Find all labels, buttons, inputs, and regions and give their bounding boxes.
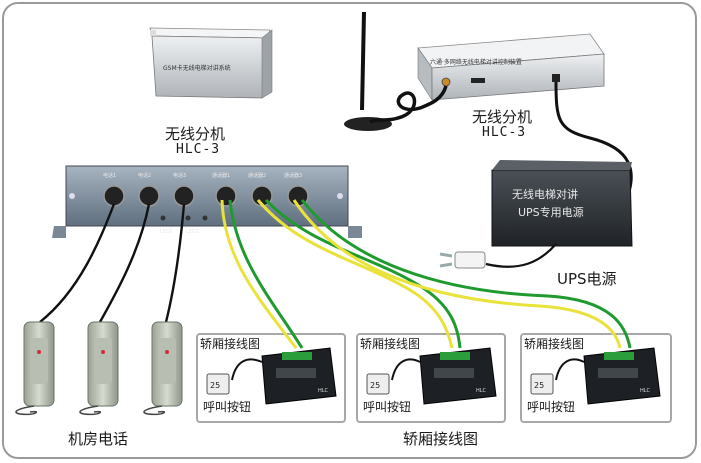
unit-left-model: HLC-3 [176,142,221,157]
ups-device-line2: UPS专用电源 [518,205,584,219]
svg-text:25: 25 [370,381,380,390]
power-plug [439,251,486,269]
ups-device-line1: 无线电梯对讲 [512,187,578,201]
hub-led-2 [185,215,191,221]
cabin-2-button-label: 呼叫按钮 [363,400,412,414]
wireless-unit-right: 六通·多网络无线电梯对讲控制装置 [344,11,605,131]
machine-room-phone-3 [143,321,183,416]
cabin-2-box-text: HLC [476,388,487,394]
cabin-3-box-text: HLC [640,388,651,394]
wireless-unit-left: GSM卡无线电梯对讲系统 [149,27,273,99]
unit-right-model: HLC-3 [482,125,527,140]
hub-led-3 [202,215,208,221]
svg-text:LED1: LED1 [160,229,173,235]
cabin-3-button-label: 呼叫按钮 [527,400,576,414]
unit-right-device-text: 六通·多网络无线电梯对讲控制装置 [430,58,522,66]
cabin-2-devices: 25 HLC [366,347,497,405]
wire-phone-3 [164,203,186,323]
cabin-1-button-label: 呼叫按钮 [203,400,252,414]
hub-led-1 [160,215,166,221]
wire-pair-cabin-1 [220,199,304,349]
ups-label: UPS电源 [557,270,617,288]
cabin-3-title: 轿厢接线图 [524,337,585,351]
cabin-3-devices: 25 HLC [530,347,661,405]
unit-right-name: 无线分机 [472,108,533,126]
cabin-1-box-text: HLC [318,388,329,394]
svg-text:通话器3: 通话器3 [284,172,302,179]
ups-power-box: 无线电梯对讲 UPS专用电源 [491,160,633,247]
wire-phone-2 [98,203,151,323]
svg-text:通话器2: 通话器2 [248,172,266,179]
svg-text:电话2: 电话2 [138,172,151,179]
svg-text:电话1: 电话1 [103,172,116,179]
svg-text:25: 25 [534,381,544,390]
wire-pair-cabin-2 [256,198,462,349]
cabin-2-title: 轿厢接线图 [360,337,421,351]
svg-text:25: 25 [210,381,220,390]
svg-text:电话3: 电话3 [173,172,186,179]
cabin-1-devices: 25 HLC [206,347,337,405]
wire-phone-1 [39,203,116,323]
wire-pair-cabin-3 [292,199,632,349]
cabin-1-title: 轿厢接线图 [200,337,261,351]
machine-room-phone-2 [79,321,119,416]
unit-left-name: 无线分机 [165,125,226,143]
unit-left-device-text: GSM卡无线电梯对讲系统 [163,64,231,72]
svg-text:通话器1: 通话器1 [212,172,230,179]
svg-text:LED2: LED2 [186,229,199,235]
bottom-cabin-label: 轿厢接线图 [403,430,479,448]
machine-room-phone-1 [15,321,55,416]
hub-port-2: 电话2 [138,172,160,207]
phones-label: 机房电话 [68,430,129,448]
